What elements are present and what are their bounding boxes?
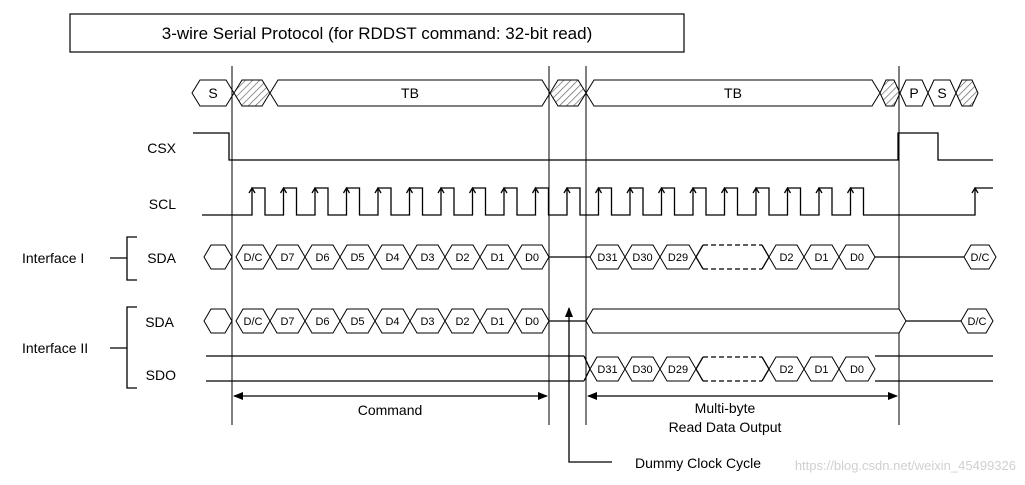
sda1-bit-d7: D7 xyxy=(280,252,294,264)
scl-rising-edge-marker xyxy=(468,186,477,194)
signal-sda1-label: SDA xyxy=(147,250,176,266)
scl-rising-edge-marker xyxy=(971,186,979,194)
sda1-next-dc: D/C xyxy=(971,252,990,264)
sda1-idle-cell-shape xyxy=(203,244,233,270)
phase-start-2: S xyxy=(937,85,946,101)
sda1-bit-d5: D5 xyxy=(350,252,364,264)
sdo-transition xyxy=(583,355,591,382)
sda2-bit-d7: D7 xyxy=(280,316,294,328)
signal-sda2-label: SDA xyxy=(145,314,174,330)
sda1-bit-d29: D29 xyxy=(668,252,688,264)
interface-ii-label: Interface II xyxy=(22,340,88,356)
sdo-bit-d31: D31 xyxy=(597,364,617,376)
sda2-bit-d3: D3 xyxy=(420,316,434,328)
title-box xyxy=(69,13,685,53)
ellipsis-cell-left xyxy=(695,356,704,382)
scl-waveform xyxy=(202,186,993,216)
scl-rising-edge-marker xyxy=(311,186,319,194)
scl-rising-edge-marker xyxy=(720,186,729,194)
sda2-bit-d5: D5 xyxy=(350,316,364,328)
phase-tb-command: TB xyxy=(401,85,419,101)
guide-lines xyxy=(231,66,900,425)
signal-csx-label: CSX xyxy=(147,140,176,156)
scl-rising-edge-marker xyxy=(752,186,760,194)
sdo-bit-d30: D30 xyxy=(632,364,652,376)
scl-rising-edge-marker xyxy=(437,186,445,194)
scl-rising-edge-marker xyxy=(342,186,351,194)
sda2-bit-dc: D/C xyxy=(244,316,263,328)
sda-interface-ii: D/C D7 D6 D5 D4 D3 D2 D1 D0 D/C xyxy=(203,308,994,334)
scl-rising-edge-marker xyxy=(657,186,666,194)
interface-i-bracket xyxy=(110,236,137,281)
scl-rising-edge-marker xyxy=(374,186,382,194)
ellipsis-cell-right xyxy=(761,244,770,270)
sda2-bit-d1: D1 xyxy=(490,316,504,328)
sda2-idle-cell-shape xyxy=(203,308,233,334)
sdo-bit-tail-d2: D2 xyxy=(779,364,793,376)
sdo-bit-tail-d0: D0 xyxy=(850,364,864,376)
sda2-bit-d2: D2 xyxy=(455,316,469,328)
scl-rising-edge-marker xyxy=(815,186,823,194)
sda1-bit-d31: D31 xyxy=(597,252,617,264)
dummy-cycle-pointer xyxy=(565,307,612,463)
sda1-bit-d4: D4 xyxy=(385,252,399,264)
command-label: Command xyxy=(358,402,423,418)
scl-rising-edge-marker xyxy=(405,186,414,194)
sda1-next-dc-shape xyxy=(963,244,997,270)
interface-i-label: Interface I xyxy=(22,250,84,266)
read-output-label-2: Read Data Output xyxy=(669,419,782,435)
scl-rising-edge-marker xyxy=(279,186,288,194)
phase-tb-read: TB xyxy=(724,85,742,101)
scl-clock-trace xyxy=(202,187,993,216)
sda1-bit-dc: D/C xyxy=(244,252,263,264)
sda1-bit-tail-d1: D1 xyxy=(814,252,828,264)
csx-waveform xyxy=(193,132,993,161)
sda-interface-i: D/C D7 D6 D5 D4 D3 D2 D1 D0 D31 D30 D29 D2 D1 D0 D/C xyxy=(203,244,997,270)
sdo-signal: D31 D30 D29 D2 D1 D0 xyxy=(206,355,993,382)
sdo-bit-d29: D29 xyxy=(668,364,688,376)
sda1-bit-d2: D2 xyxy=(455,252,469,264)
ellipsis-cell-left xyxy=(695,244,704,270)
scl-rising-edge-marker xyxy=(594,186,603,194)
read-output-label-1: Multi-byte xyxy=(695,400,756,416)
ellipsis-cell-right xyxy=(761,356,770,382)
sda1-bit-tail-d2: D2 xyxy=(779,252,793,264)
sda1-bit-d3: D3 xyxy=(420,252,434,264)
sda2-next-dc-shape xyxy=(960,308,994,334)
scl-rising-edge-marker xyxy=(500,186,508,194)
signal-scl-label: SCL xyxy=(149,196,176,212)
sda1-bit-tail-d0: D0 xyxy=(850,252,864,264)
sda1-bit-d30: D30 xyxy=(632,252,652,264)
sda1-bit-d0: D0 xyxy=(525,252,539,264)
scl-rising-edge-marker xyxy=(531,186,540,194)
scl-rising-edge-marker xyxy=(563,186,571,194)
sda2-bit-d4: D4 xyxy=(385,316,399,328)
phase-row: S TB TB P S xyxy=(191,79,979,107)
interface-ii-bracket xyxy=(110,306,137,389)
sda1-bit-d6: D6 xyxy=(315,252,329,264)
signal-sdo-label: SDO xyxy=(146,367,176,383)
scl-rising-edge-marker xyxy=(248,186,256,194)
scl-rising-edge-marker xyxy=(689,186,697,194)
phase-stop: P xyxy=(909,85,918,101)
scl-rising-edge-marker xyxy=(626,186,634,194)
sda2-bit-d0: D0 xyxy=(525,316,539,328)
watermark: https://blog.csdn.net/weixin_45499326 xyxy=(795,458,1016,473)
dummy-cycle-label: Dummy Clock Cycle xyxy=(635,455,761,471)
sda2-hiz-cell-shape xyxy=(585,308,907,334)
sdo-bit-tail-d0-shape xyxy=(838,356,876,382)
diagram-title: 3-wire Serial Protocol (for RDDST comman… xyxy=(162,24,593,43)
scl-rising-edge-marker xyxy=(846,186,855,194)
sda1-bit-d1: D1 xyxy=(490,252,504,264)
phase-start: S xyxy=(208,85,217,101)
sdo-bit-tail-d1: D1 xyxy=(814,364,828,376)
sda2-next-dc: D/C xyxy=(968,316,987,328)
sda2-bit-d6: D6 xyxy=(315,316,329,328)
scl-rising-edge-marker xyxy=(783,186,792,194)
